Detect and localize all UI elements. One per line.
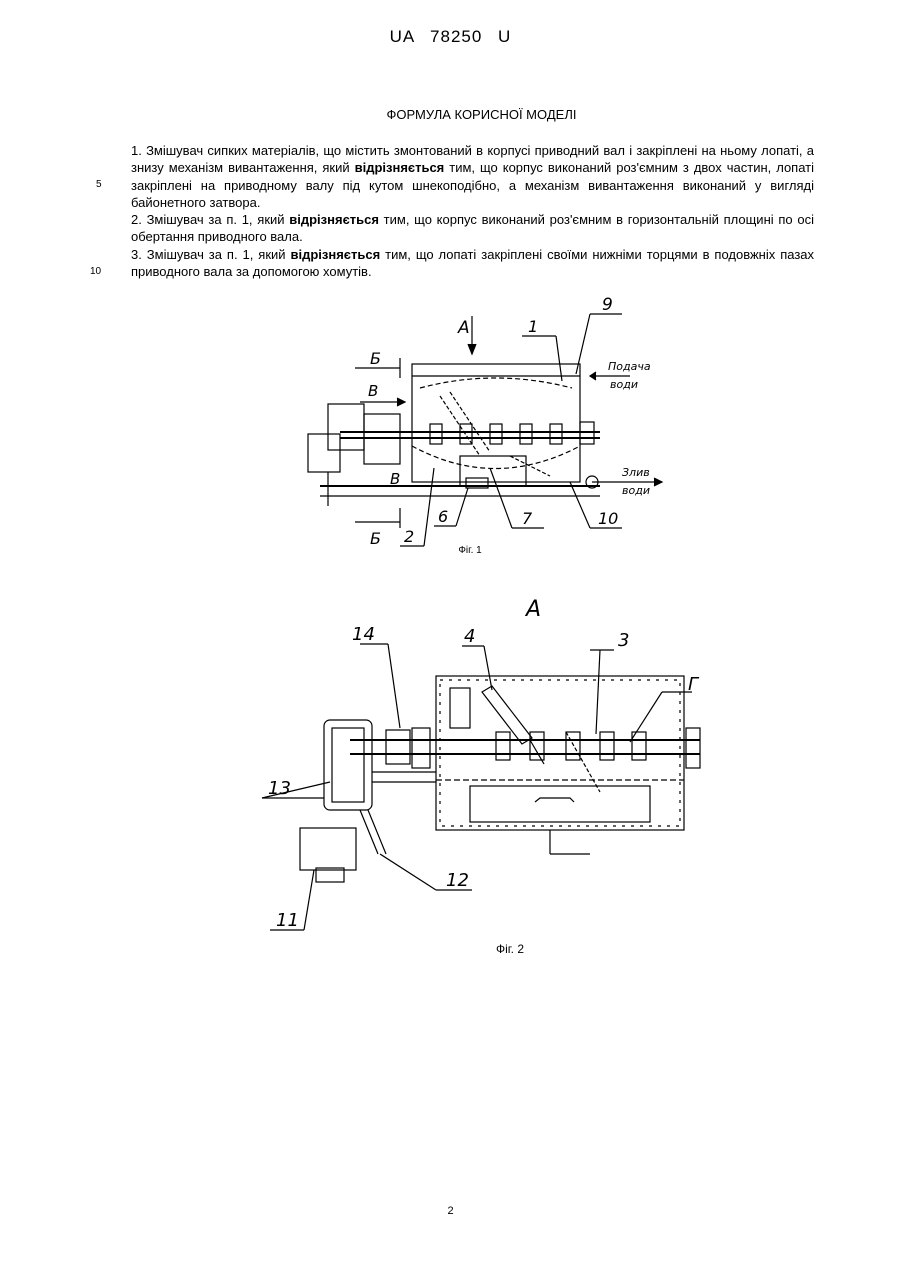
fig2-label-g: Г <box>688 674 700 695</box>
claim-2-emphasis: відрізняється <box>289 212 379 227</box>
line-number-5: 5 <box>96 179 102 190</box>
fig1-label-1: 1 <box>528 317 538 336</box>
fig2-label-12: 12 <box>446 870 469 891</box>
figure-1-caption: Фіг. 1 <box>440 545 500 556</box>
fig1-water-in-1: Подача <box>608 360 651 373</box>
fig2-label-11: 11 <box>276 910 299 931</box>
page-number: 2 <box>0 1205 901 1217</box>
fig2-label-13: 13 <box>268 778 291 799</box>
fig2-view-label: А <box>524 597 541 622</box>
claim-1-emphasis: відрізняється <box>355 160 445 175</box>
line-number-10: 10 <box>90 266 101 277</box>
fig1-label-10: 10 <box>598 509 618 528</box>
document-id-header: UA 78250 U <box>0 27 901 47</box>
fig2-label-3: 3 <box>618 630 629 651</box>
figure-2-caption: Фіг. 2 <box>470 942 550 956</box>
fig1-water-out-1: Злив <box>622 466 650 479</box>
fig1-label-b-bottom: Б <box>370 529 381 548</box>
fig1-label-7: 7 <box>522 509 533 528</box>
claim-3-text-a: 3. Змішувач за п. 1, який <box>131 247 291 262</box>
section-title: ФОРМУЛА КОРИСНОЇ МОДЕЛІ <box>0 107 901 122</box>
fig1-label-9: 9 <box>602 296 613 315</box>
claim-1: 1. Змішувач сипких матеріалів, що містит… <box>131 142 814 211</box>
fig2-label-4: 4 <box>464 626 475 647</box>
fig1-label-6: 6 <box>438 507 448 526</box>
fig1-label-2: 2 <box>404 527 414 546</box>
claim-3: 3. Змішувач за п. 1, який відрізняється … <box>131 246 814 281</box>
fig1-label-b-top: Б <box>370 349 381 368</box>
fig1-water-in-2: води <box>610 378 638 391</box>
fig1-label-v-top: В <box>368 382 378 400</box>
claim-3-emphasis: відрізняється <box>291 247 381 262</box>
figure-2-drawing: А 14 4 3 Г 13 12 11 <box>260 592 720 937</box>
fig1-water-out-2: води <box>622 484 650 497</box>
claims-text: 1. Змішувач сипких матеріалів, що містит… <box>131 142 814 280</box>
claim-2-text-a: 2. Змішувач за п. 1, який <box>131 212 289 227</box>
fig2-label-14: 14 <box>352 624 375 645</box>
figure-1-drawing: A 1 9 Б Б В В Подача води Злив води 2 6 … <box>300 296 670 551</box>
claim-2: 2. Змішувач за п. 1, який відрізняється … <box>131 211 814 246</box>
fig1-label-a: A <box>457 318 470 338</box>
